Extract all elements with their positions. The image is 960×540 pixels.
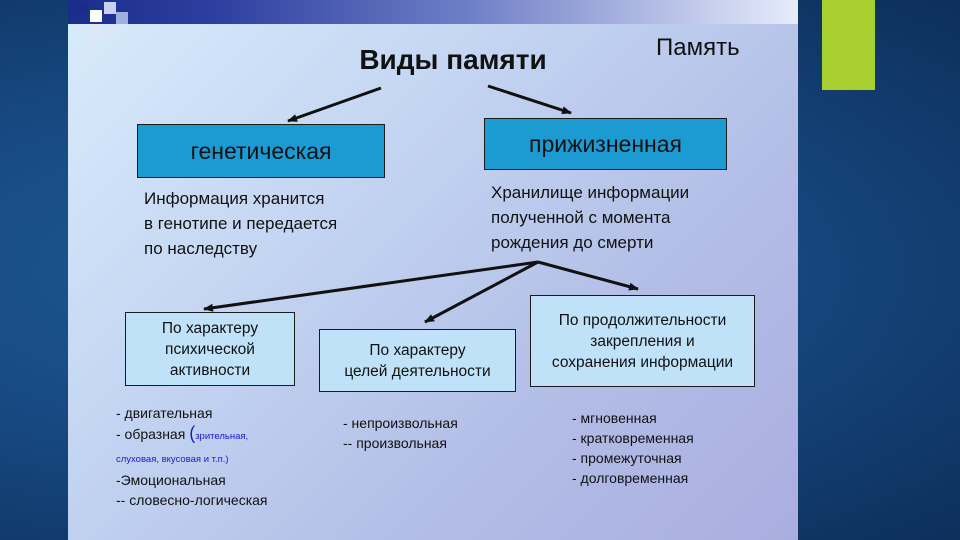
- slide-header-bar: [68, 0, 798, 24]
- green-accent-bar: [822, 0, 875, 90]
- activity-type-box: По характеру психической активности: [125, 312, 295, 386]
- genetic-memory-box: генетическая: [137, 124, 385, 178]
- goal-type-line: По характеру: [369, 341, 466, 359]
- decor-square: [90, 10, 102, 22]
- list-item: - долговременная: [572, 470, 689, 486]
- lifetime-description-line: полученной с момента: [491, 208, 671, 227]
- list-item: - кратковременная: [572, 430, 694, 446]
- duration-type-line: По продолжительности: [558, 311, 727, 329]
- lifetime-memory-box: прижизненная: [484, 118, 727, 170]
- arrow-to-duration: [537, 260, 639, 291]
- list-item-note: зрительная,: [195, 431, 249, 442]
- duration-type-line: закрепления и: [590, 332, 695, 350]
- list-item: -- словесно-логическая: [116, 492, 268, 508]
- list-item-note: слуховая, вкусовая и т.п.): [116, 454, 229, 465]
- goal-types-list: - непроизвольная -- произвольная: [343, 413, 458, 453]
- lifetime-description-line: Хранилище информации: [491, 183, 690, 202]
- duration-types-list: - мгновенная - кратковременная - промежу…: [572, 408, 694, 488]
- genetic-description-line: Информация хранится: [144, 189, 325, 208]
- list-item: -Эмоциональная: [116, 472, 226, 488]
- arrow-to-lifetime: [487, 84, 572, 115]
- goal-type-line: целей деятельности: [344, 362, 491, 380]
- activity-types-list: - двигательная - образная (зрительная, с…: [116, 403, 268, 510]
- list-item: слуховая, вкусовая и т.п.): [116, 447, 268, 470]
- arrow-to-goals: [424, 260, 539, 324]
- list-item-text: - образная: [116, 426, 190, 442]
- decor-square: [90, 24, 102, 36]
- duration-type-line: сохранения информации: [551, 353, 734, 371]
- corner-label: Память: [656, 34, 740, 61]
- activity-type-line: По характеру: [161, 319, 259, 337]
- decor-square: [76, 2, 88, 14]
- decor-square: [116, 12, 128, 24]
- duration-type-box: По продолжительности закрепления и сохра…: [530, 295, 755, 387]
- activity-type-line: активности: [169, 361, 251, 379]
- list-item: - образная (зрительная,: [116, 423, 268, 447]
- genetic-description-line: в генотипе и передается: [144, 214, 338, 233]
- list-item: - промежуточная: [572, 450, 682, 466]
- connector-arrows: [203, 84, 639, 324]
- arrow-to-activity: [203, 260, 539, 312]
- decor-square: [104, 2, 116, 14]
- genetic-description: Информация хранится в генотипе и передае…: [144, 186, 337, 261]
- lifetime-description-line: рождения до смерти: [491, 233, 654, 252]
- arrow-to-genetic: [287, 86, 382, 123]
- list-item: - непроизвольная: [343, 415, 458, 431]
- lifetime-description: Хранилище информации полученной с момент…: [491, 180, 689, 255]
- diagram-title: Виды памяти: [359, 44, 547, 75]
- goal-type-box: По характеру целей деятельности: [319, 329, 516, 392]
- genetic-memory-label: генетическая: [190, 137, 332, 164]
- lifetime-memory-label: прижизненная: [528, 130, 682, 157]
- genetic-description-line: по наследству: [144, 239, 258, 258]
- list-item: - двигательная: [116, 405, 213, 421]
- list-item-paren: (: [189, 423, 196, 443]
- list-item: -- произвольная: [343, 435, 447, 451]
- slide: Память Виды памяти генетическая прижизне…: [68, 0, 798, 540]
- list-item: - мгновенная: [572, 410, 657, 426]
- activity-type-line: психической: [165, 340, 255, 358]
